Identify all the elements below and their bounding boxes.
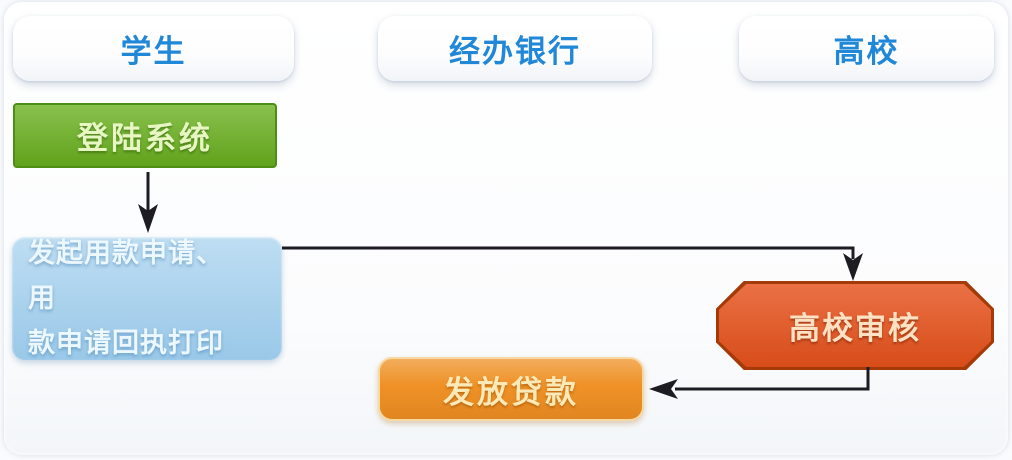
node-issue-loan-label: 发放贷款	[443, 374, 579, 410]
lane-header-bank: 经办银行	[378, 16, 652, 81]
node-fund-application: 发起用款申请、 用 款申请回执打印	[12, 237, 282, 360]
node-university-review-label: 高校审核	[789, 311, 921, 346]
node-login-system: 登陆系统	[13, 103, 277, 168]
node-fund-application-label-line2: 款申请回执打印	[28, 328, 224, 358]
lane-header-student-label: 学生	[120, 34, 187, 69]
node-fund-application-label-line1: 发起用款申请、 用	[28, 238, 239, 313]
lane-header-bank-label: 经办银行	[449, 34, 581, 69]
lane-header-student: 学生	[13, 16, 294, 81]
lane-header-university: 高校	[739, 16, 994, 81]
node-university-review: 高校审核	[716, 281, 994, 370]
node-issue-loan: 发放贷款	[378, 357, 644, 421]
node-university-review-face: 高校审核	[719, 284, 991, 367]
node-login-system-label: 登陆系统	[77, 121, 213, 156]
lane-header-university-label: 高校	[833, 34, 900, 69]
